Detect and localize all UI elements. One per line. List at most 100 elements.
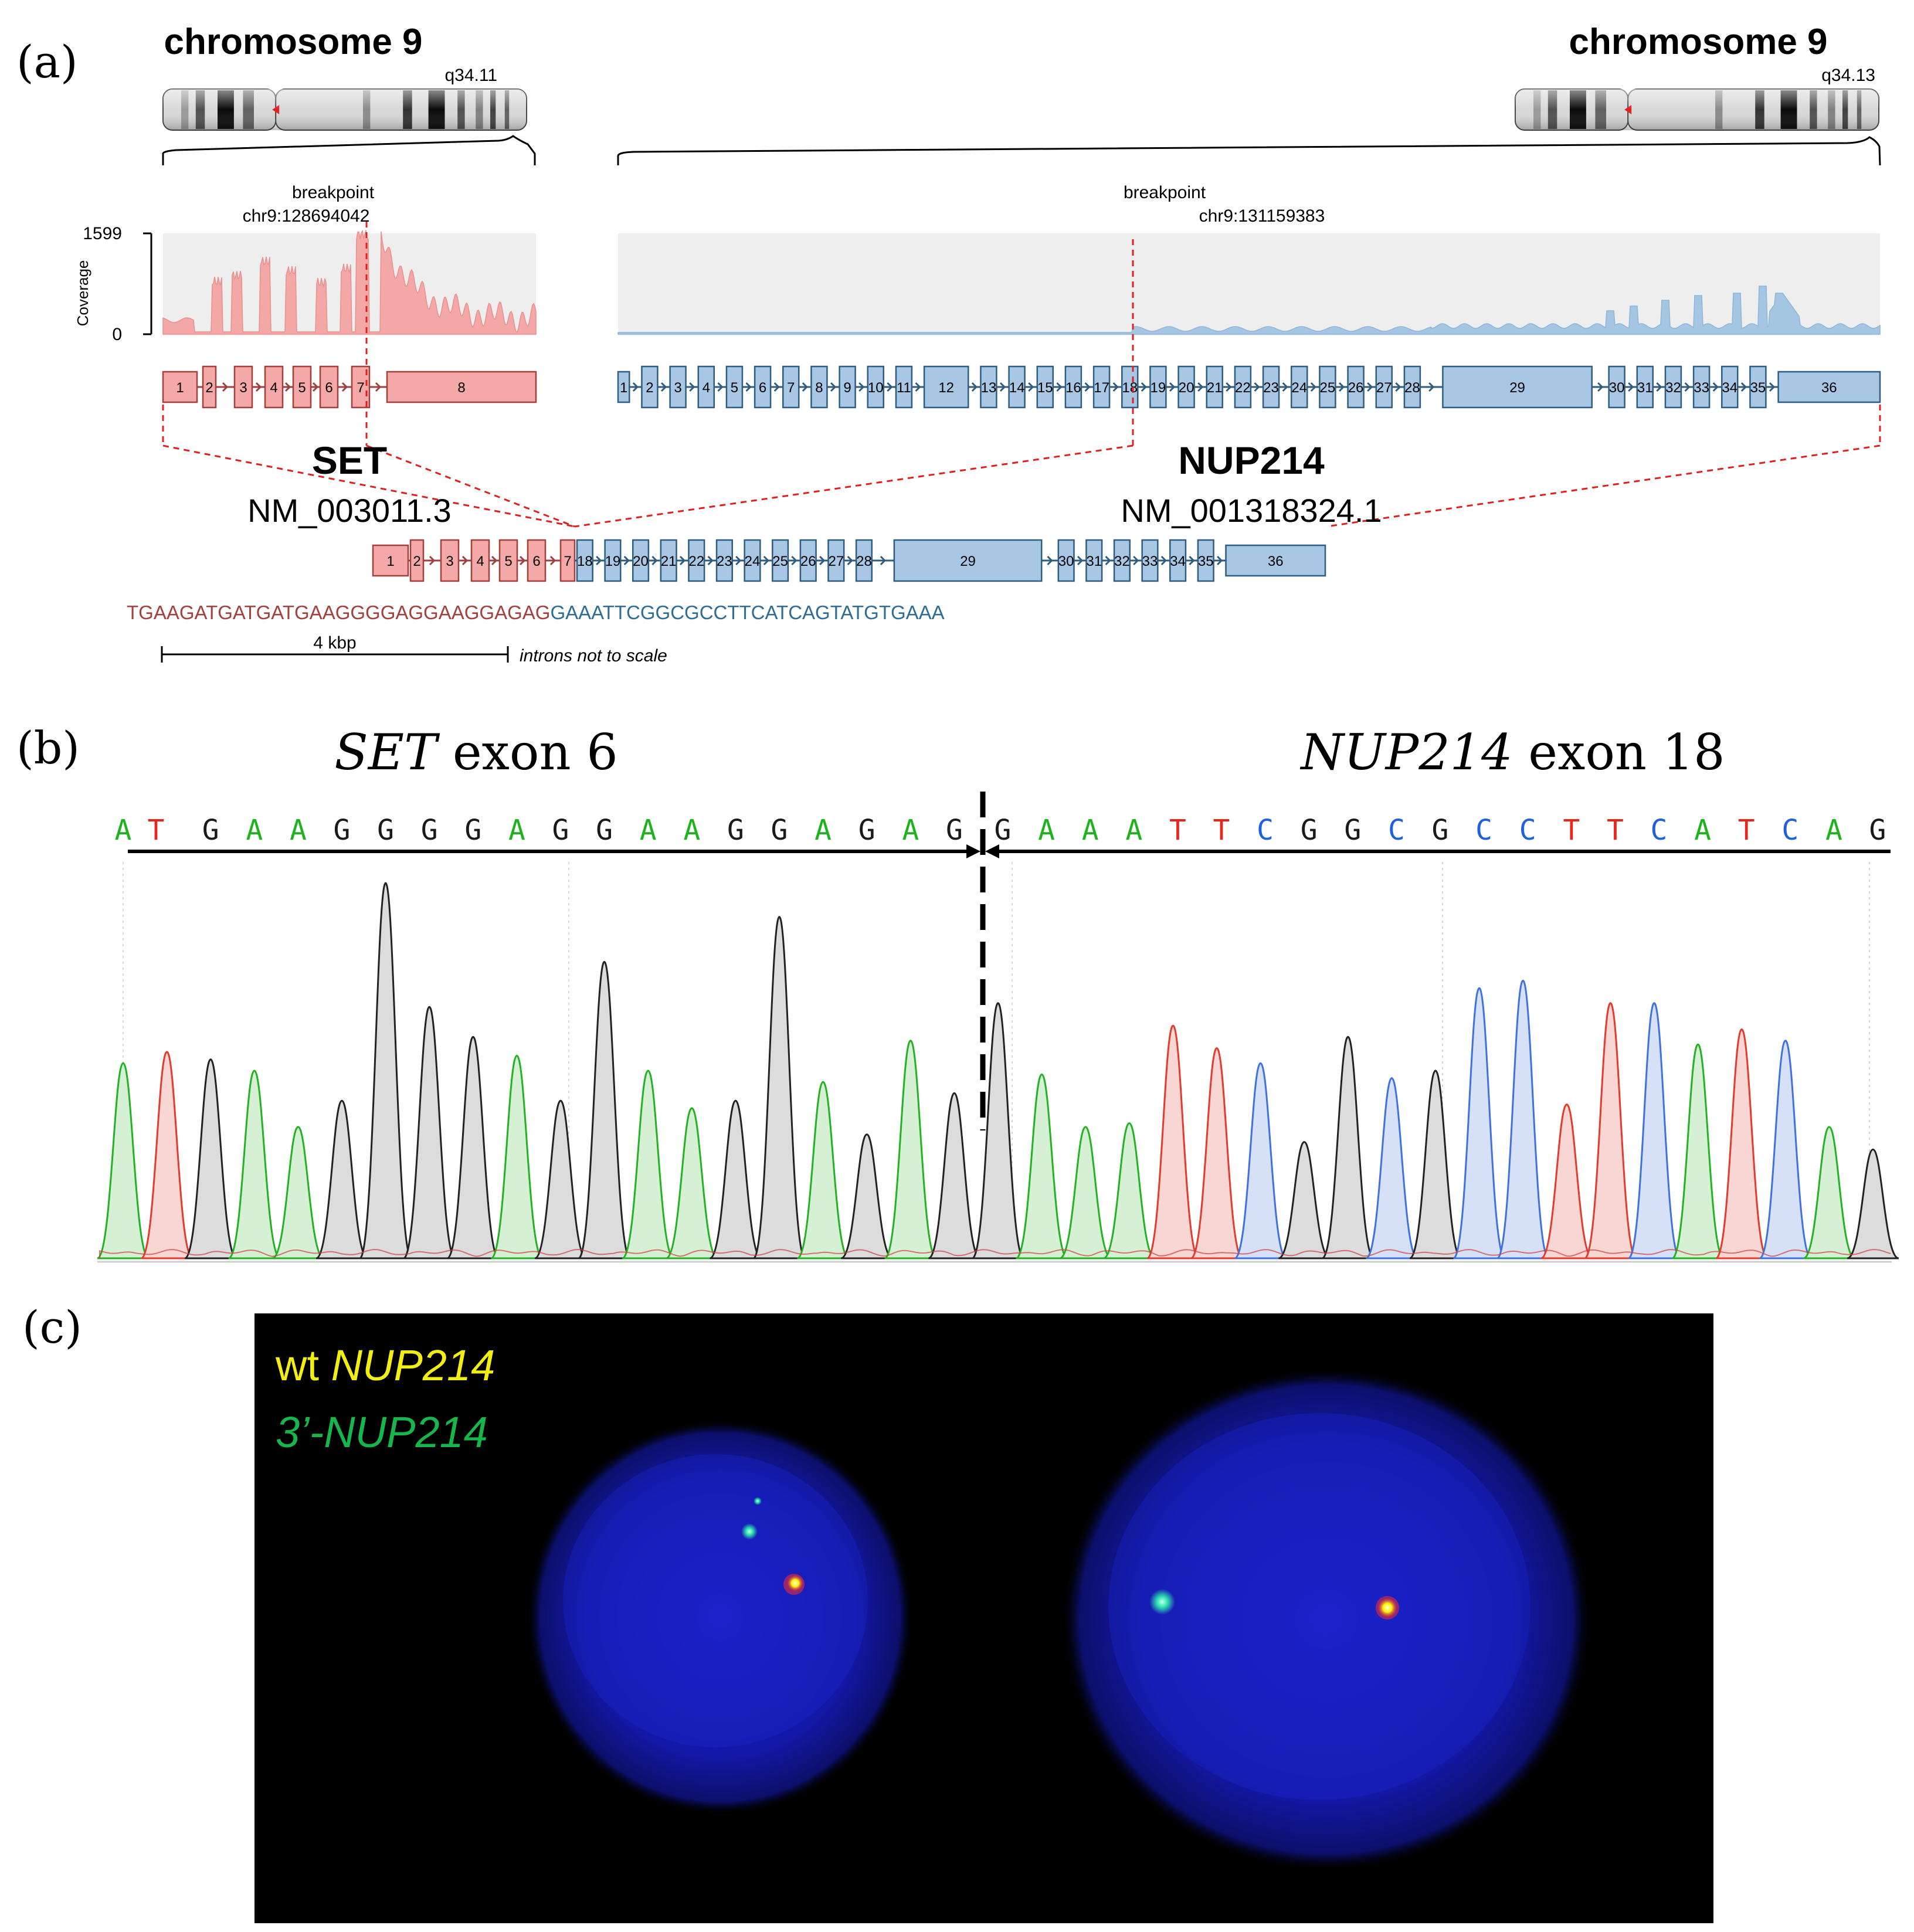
exon-label: 20: [633, 554, 649, 569]
exon-label: 5: [298, 380, 306, 396]
left-breakpoint-label: breakpoint: [292, 183, 375, 202]
chromatogram-peak: [97, 1062, 150, 1259]
exon-label: 34: [1170, 554, 1186, 569]
chromatogram-peak: [1847, 1148, 1899, 1259]
chromatogram-peak: [140, 1051, 194, 1259]
chromatogram-peak: [840, 1133, 893, 1259]
exon-label: 31: [1637, 380, 1653, 396]
base-call: C: [1519, 814, 1536, 847]
exon-label: 32: [1665, 380, 1681, 396]
exon-label: 27: [828, 554, 844, 569]
fish-signal-yellow-2: [1377, 1598, 1397, 1618]
exon-label: 1: [620, 380, 627, 396]
chromatogram-peak: [228, 1069, 281, 1259]
coverage-axis-title: Coverage: [74, 260, 91, 327]
base-call: A: [902, 814, 919, 847]
exon-label: 3: [239, 380, 247, 396]
nup214-coverage-background: [618, 233, 1880, 335]
base-call: G: [858, 814, 875, 847]
chromatogram-peak: [315, 1099, 368, 1259]
left-chromosome-ideogram: [162, 89, 527, 131]
right-chromosome-band: q34.13: [1821, 66, 1875, 85]
right-zoom-bracket: [617, 136, 1881, 166]
base-call: G: [334, 814, 351, 847]
nup214-exon-title: NUP214 exon 18: [1299, 724, 1725, 781]
base-call: A: [815, 814, 832, 847]
fish-signal-yellow-1: [787, 1575, 803, 1591]
exon-label: 28: [1404, 380, 1420, 396]
exon-label: 20: [1179, 380, 1194, 396]
fish-legend-wt-prefix: wt: [275, 1341, 331, 1390]
exon-label: 2: [205, 380, 213, 396]
chromatogram-peak: [796, 1081, 850, 1259]
base-call: G: [1301, 814, 1318, 847]
set-sequence: TGAAGATGATGATGAAGGGGAGGAAGGAGAG: [127, 602, 550, 623]
scale-bar-label: 4 kbp: [313, 633, 356, 653]
chromatogram-peak: [1059, 1126, 1112, 1259]
chromatogram-peak: [1540, 1103, 1593, 1259]
exon-label: 19: [1151, 380, 1166, 396]
base-call: A: [1694, 814, 1711, 847]
exon-label: 4: [476, 554, 484, 569]
base-call: G: [1869, 814, 1886, 847]
nup214-transcript-id: NM_001318324.1: [1121, 492, 1382, 529]
chromatogram-peak: [622, 1069, 674, 1259]
base-call: A: [1125, 814, 1142, 847]
chromatogram-peak: [184, 1058, 237, 1259]
exon-label: 9: [843, 380, 851, 396]
right-breakpoint-coord: chr9:131159383: [1199, 206, 1325, 226]
exon-label: 25: [1320, 380, 1336, 396]
exon-label: 7: [787, 380, 795, 396]
exon-label: 7: [564, 554, 571, 569]
exon-label: 36: [1268, 554, 1284, 569]
exon-label: 29: [1509, 380, 1525, 396]
exon-label: 24: [745, 554, 761, 569]
exon-label: 19: [605, 554, 621, 569]
chromatogram-peak: [446, 1035, 500, 1259]
nup214-gene-name: NUP214: [1178, 439, 1325, 482]
base-call: T: [1213, 814, 1230, 847]
chromatogram-peak: [1409, 1069, 1462, 1259]
base-call: A: [115, 814, 132, 847]
nup214-exon-title-rest: exon 18: [1513, 724, 1725, 781]
chromatogram-peak: [1715, 1028, 1769, 1259]
chromatogram-peak: [490, 1054, 544, 1259]
panel-label-b: (b): [16, 722, 80, 774]
exon-label: 23: [1263, 380, 1279, 396]
set-exon-title-rest: exon 6: [437, 724, 618, 781]
chromatogram-peak: [1321, 1035, 1375, 1259]
exon-label: 24: [1291, 380, 1307, 396]
nup214-sequence: GAAATTCGGCGCCTTCATCAGTATGTGAAA: [550, 602, 944, 623]
chromatogram-peak: [578, 960, 632, 1259]
exon-label: 31: [1086, 554, 1102, 569]
exon-label: 4: [270, 380, 277, 396]
set-exon-title-gene: SET: [334, 724, 440, 781]
left-chromosome-band: q34.11: [444, 66, 497, 85]
chromatogram-peak: [1671, 1043, 1725, 1259]
junction-arrows: [128, 844, 1891, 858]
base-call: A: [1038, 814, 1055, 847]
exon-label: 30: [1058, 554, 1074, 569]
exon-label: 36: [1821, 380, 1837, 396]
base-call: G: [377, 814, 394, 847]
exon-label: 6: [759, 380, 766, 396]
exon-label: 27: [1376, 380, 1392, 396]
exon-label: 11: [897, 380, 911, 396]
base-call: A: [1825, 814, 1842, 847]
chromatogram-gridlines: [97, 862, 1892, 1263]
exon-label: 33: [1694, 380, 1709, 396]
nup214-exon-title-gene: NUP214: [1299, 724, 1512, 781]
exon-label: 26: [800, 554, 816, 569]
base-call: C: [1781, 814, 1798, 847]
fish-signal-green-2: [754, 1497, 762, 1505]
exon-label: 13: [981, 380, 997, 396]
exon-label: 8: [457, 380, 465, 396]
set-transcript-id: NM_003011.3: [247, 492, 452, 529]
fish-nucleus-right: [1061, 1367, 1591, 1872]
exon-label: 8: [815, 380, 823, 396]
